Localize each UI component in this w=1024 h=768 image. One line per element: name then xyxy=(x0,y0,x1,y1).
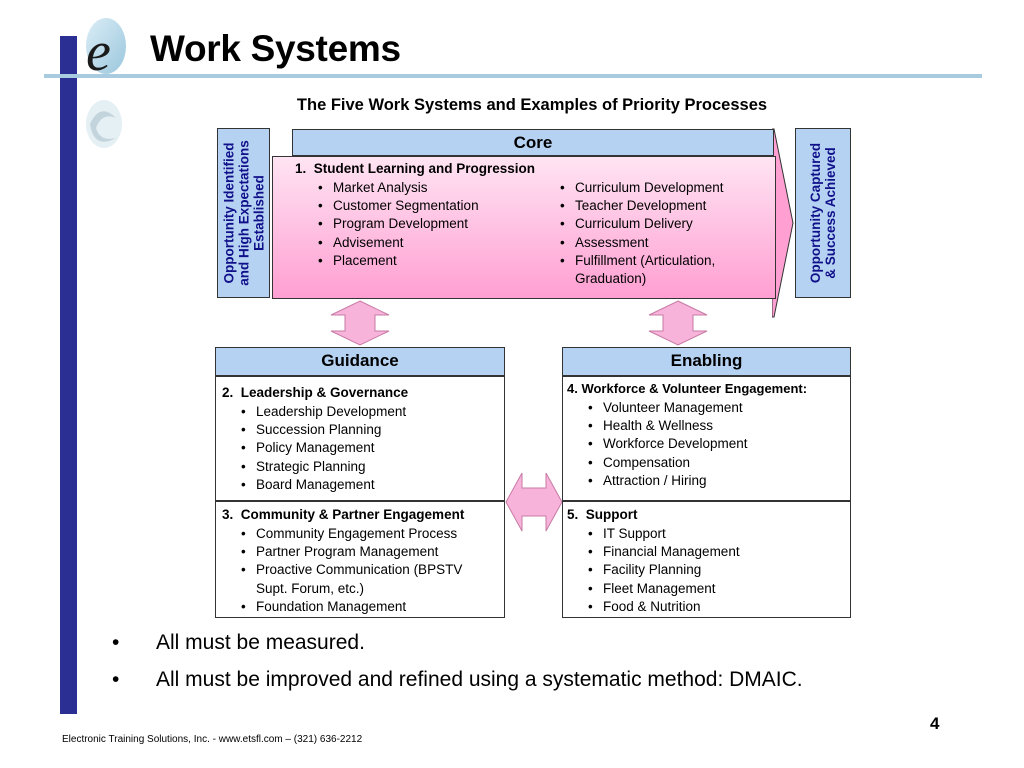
list-item: Compensation xyxy=(585,454,748,472)
leadership-governance-box: 2. Leadership & Governance Leadership De… xyxy=(215,376,505,501)
up-down-arrow-icon xyxy=(330,300,390,346)
opportunity-captured-label-box: Opportunity Captured & Success Achieved xyxy=(795,128,851,298)
list-item: Facility Planning xyxy=(585,561,740,579)
list-item: Community Engagement Process xyxy=(238,525,462,543)
list-item: Workforce Development xyxy=(585,435,748,453)
left-right-arrow-icon xyxy=(505,472,563,532)
community-partner-title: 3. Community & Partner Engagement xyxy=(222,507,465,522)
up-down-arrow-icon xyxy=(648,300,708,346)
list-item: Attraction / Hiring xyxy=(585,472,748,490)
list-item: Fleet Management xyxy=(585,580,740,598)
list-item: Placement xyxy=(315,252,479,270)
enabling-header: Enabling xyxy=(562,347,851,376)
e-logo-icon: e xyxy=(86,18,126,148)
workforce-volunteer-title: 4. Workforce & Volunteer Engagement: xyxy=(567,381,808,396)
footer-text: Electronic Training Solutions, Inc. - ww… xyxy=(62,734,363,745)
list-item: Curriculum Development xyxy=(557,179,724,197)
opportunity-identified-label-box: Opportunity Identified and High Expectat… xyxy=(217,128,270,298)
list-item: Curriculum Delivery xyxy=(557,215,724,233)
list-item: Foundation Management xyxy=(238,598,462,616)
list-item: Board Management xyxy=(238,476,406,494)
slide-title: Work Systems xyxy=(150,28,401,69)
community-partner-list: Community Engagement Process Partner Pro… xyxy=(238,525,462,616)
opportunity-captured-label: Opportunity Captured & Success Achieved xyxy=(808,142,838,284)
list-item: Assessment xyxy=(557,234,724,252)
svg-text:e: e xyxy=(86,21,111,83)
summary-bullet: All must be improved and refined using a… xyxy=(112,661,803,698)
core-header: Core xyxy=(292,129,774,156)
list-item: Teacher Development xyxy=(557,197,724,215)
accent-bar xyxy=(60,36,77,714)
list-item: IT Support xyxy=(585,525,740,543)
slide-subtitle: The Five Work Systems and Examples of Pr… xyxy=(296,96,768,114)
list-item: Volunteer Management xyxy=(585,399,748,417)
leadership-governance-list: Leadership Development Succession Planni… xyxy=(238,403,406,494)
summary-bullet: All must be measured. xyxy=(112,624,803,661)
list-item: Advisement xyxy=(315,234,479,252)
opportunity-identified-label: Opportunity Identified and High Expectat… xyxy=(221,140,266,286)
list-item: Food & Nutrition xyxy=(585,598,740,616)
support-list: IT Support Financial Management Facility… xyxy=(585,525,740,616)
list-item: Customer Segmentation xyxy=(315,197,479,215)
core-list-left: Market Analysis Customer Segmentation Pr… xyxy=(315,179,479,270)
list-item: Policy Management xyxy=(238,439,406,457)
page-number: 4 xyxy=(930,714,940,733)
list-item: Leadership Development xyxy=(238,403,406,421)
list-item: Financial Management xyxy=(585,543,740,561)
support-box: 5. Support IT Support Financial Manageme… xyxy=(562,501,851,618)
workforce-volunteer-box: 4. Workforce & Volunteer Engagement: Vol… xyxy=(562,376,851,501)
list-item: Health & Wellness xyxy=(585,417,748,435)
guidance-header: Guidance xyxy=(215,347,505,376)
list-item: Strategic Planning xyxy=(238,458,406,476)
support-title: 5. Support xyxy=(567,507,638,522)
list-item: Market Analysis xyxy=(315,179,479,197)
community-partner-box: 3. Community & Partner Engagement Commun… xyxy=(215,501,505,618)
list-item: Partner Program Management xyxy=(238,543,462,561)
list-item: Fulfillment (Articulation,Graduation) xyxy=(557,252,724,288)
workforce-volunteer-list: Volunteer Management Health & Wellness W… xyxy=(585,399,748,490)
core-title: 1. Student Learning and Progression xyxy=(295,161,536,176)
title-underline xyxy=(44,74,982,78)
core-box: 1. Student Learning and Progression Mark… xyxy=(272,156,776,299)
list-item: Program Development xyxy=(315,215,479,233)
list-item: Succession Planning xyxy=(238,421,406,439)
summary-bullets: All must be measured. All must be improv… xyxy=(112,624,803,698)
core-list-right: Curriculum Development Teacher Developme… xyxy=(557,179,724,288)
leadership-governance-title: 2. Leadership & Governance xyxy=(222,385,409,400)
